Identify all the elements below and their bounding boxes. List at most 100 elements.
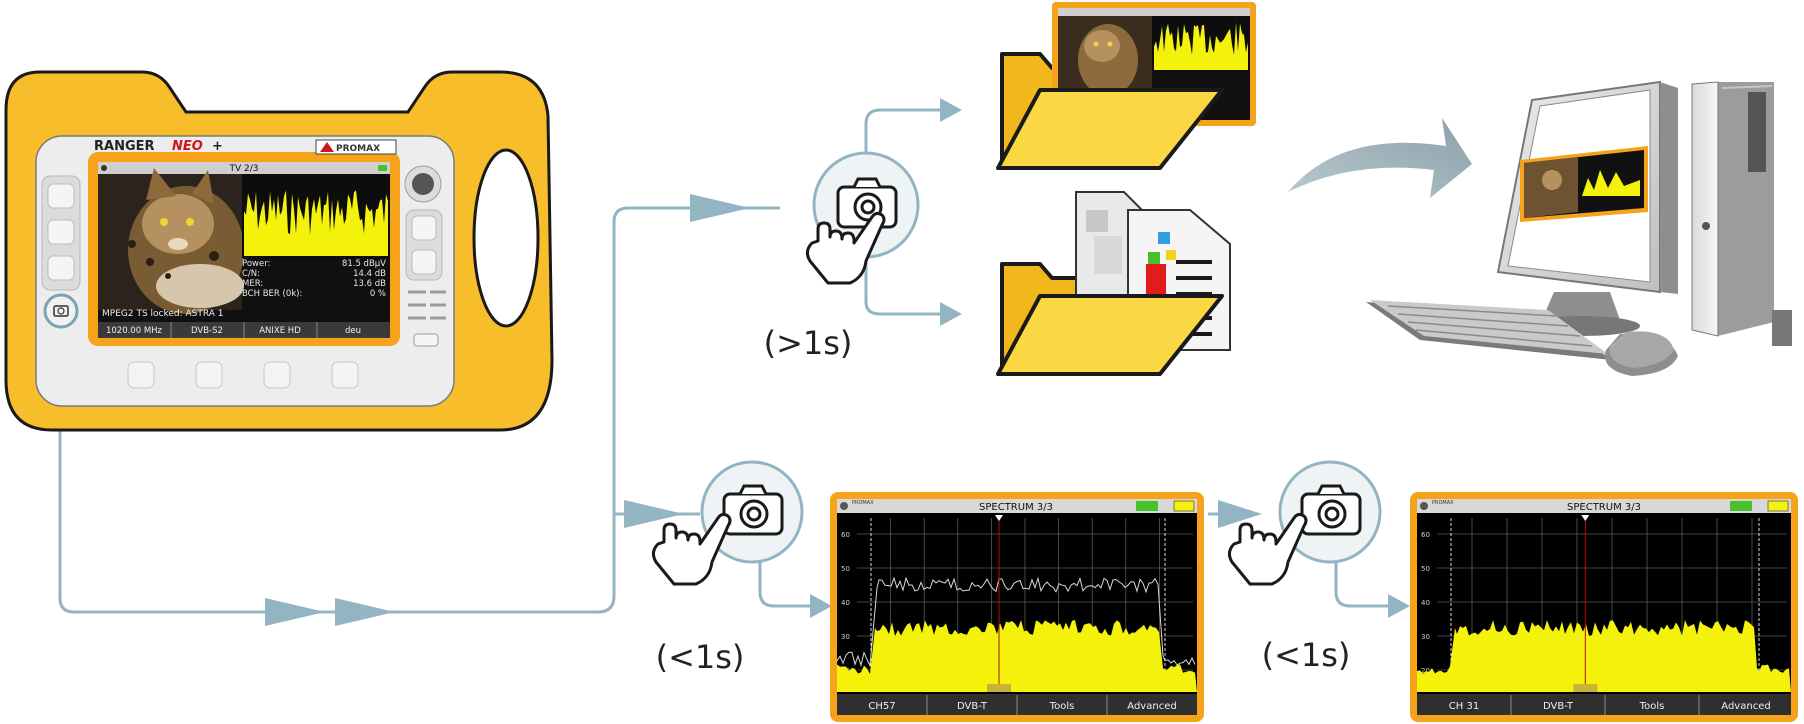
status-label: C/N: — [242, 269, 260, 279]
right-function-key — [411, 215, 437, 241]
spectrum-softkeys: CH 31 DVB-T Tools Advanced — [1449, 695, 1771, 715]
long-press-label: (>1s) — [764, 324, 853, 362]
ranger-neo-device: RANGER NEO + PROMAX TV 2/3 — [4, 70, 554, 432]
short-press-label: (<1s) — [656, 638, 745, 676]
axis-tick-label: 60 — [841, 531, 850, 539]
bottom-function-key — [263, 361, 291, 389]
camera-icon — [722, 484, 784, 536]
axis-tick-label: 40 — [841, 599, 850, 607]
camera-icon — [53, 305, 69, 317]
spectrum-trace — [837, 620, 1197, 692]
spectrum-brand: PROMAX — [852, 500, 874, 506]
spectrum-header: SPECTRUM 3/3 — [1567, 502, 1641, 513]
axis-tick-label: 20 — [1421, 667, 1430, 675]
axis-tick-label: 60 — [1421, 531, 1430, 539]
status-label: BCH BER (0k): — [242, 289, 302, 299]
pointing-hand-icon — [805, 211, 886, 285]
long-press-icon — [805, 151, 920, 285]
screenshot-folder-icon — [996, 2, 1256, 170]
pc-monitor — [1496, 80, 1678, 336]
spectrum-plot: 60 50 40 30 20 — [1417, 515, 1791, 692]
status-label: Power: — [242, 259, 270, 269]
device-mini-spectrum — [242, 174, 390, 258]
pc-mouse — [1605, 331, 1678, 376]
marker-icon — [1581, 515, 1590, 521]
left-function-key — [47, 219, 75, 245]
battery-icon — [1173, 500, 1195, 512]
marker-label-box — [1573, 684, 1598, 692]
camera-icon — [1300, 484, 1362, 536]
left-function-key — [47, 183, 75, 209]
battery-icon — [1767, 500, 1789, 512]
device-softkey: deu — [345, 326, 361, 336]
connector-arrowheads — [265, 98, 1410, 626]
battery-icon — [378, 165, 387, 171]
bottom-function-key — [127, 361, 155, 389]
device-softkey: ANIXE HD — [259, 326, 301, 336]
axis-tick-label: 30 — [1421, 633, 1430, 641]
short-press-icon — [651, 460, 804, 586]
device-softkey: 1020.00 MHz — [106, 326, 163, 336]
pointing-hand-icon — [651, 512, 732, 586]
max-hold-trace — [836, 576, 1196, 668]
device-brand: RANGER — [94, 139, 155, 154]
spectrum-header: SPECTRUM 3/3 — [979, 502, 1053, 513]
spectrum-trace — [1417, 620, 1791, 692]
left-function-key — [47, 255, 75, 281]
spectrum-screenshot-2: PROMAX SPECTRUM 3/3 60 50 40 30 20 CH 31 DVB… — [1410, 492, 1798, 722]
camera-icon — [836, 177, 898, 229]
gear-icon — [1420, 502, 1428, 510]
status-value: 81.5 dBµV — [342, 259, 386, 269]
device-maker: PROMAX — [336, 144, 380, 154]
desktop-computer-icon — [1366, 80, 1792, 376]
short-press-label: (<1s) — [1262, 636, 1351, 674]
device-softkeys: 1020.00 MHz DVB-S2 ANIXE HD deu — [106, 322, 361, 338]
promax-logo-icon — [320, 142, 334, 152]
spectrum-softkey: CH57 — [868, 701, 895, 712]
marker-label-box — [987, 684, 1011, 692]
spectrum-softkey: DVB-T — [1543, 701, 1574, 712]
report-folder-icon — [996, 191, 1231, 376]
pointing-hand-icon — [1227, 512, 1308, 586]
device-lock-status: MPEG2 TS locked: ASTRA 1 — [102, 309, 224, 319]
device-model-suffix: + — [212, 139, 223, 154]
screenshot-key — [43, 293, 79, 329]
status-label: MER: — [242, 279, 263, 289]
pc-tower — [1691, 81, 1792, 346]
transfer-arrow-icon — [1288, 118, 1472, 198]
monitor-screenshot — [1520, 146, 1648, 222]
gear-icon — [101, 165, 107, 171]
spectrum-softkey: Tools — [1049, 701, 1075, 712]
gear-icon — [840, 502, 848, 510]
axis-tick-label: 50 — [841, 565, 850, 573]
axis-tick-label: 50 — [1421, 565, 1430, 573]
device-model: NEO — [172, 139, 203, 154]
bottom-function-key — [331, 361, 359, 389]
device-screen-title: TV 2/3 — [229, 164, 259, 174]
spectrum-softkey: DVB-T — [957, 701, 988, 712]
status-badge — [1730, 501, 1752, 511]
bottom-function-key — [195, 361, 223, 389]
power-key — [413, 333, 439, 347]
status-value: 0 % — [370, 289, 386, 299]
marker-icon — [995, 515, 1003, 521]
spectrum-brand: PROMAX — [1432, 500, 1454, 506]
status-value: 13.6 dB — [353, 279, 386, 289]
axis-tick-label: 40 — [1421, 599, 1430, 607]
device-status-block: Power: C/N: MER: BCH BER (0k): 81.5 dBµV… — [242, 259, 386, 299]
device-softkey: DVB-S2 — [191, 326, 223, 336]
spectrum-softkey: CH 31 — [1449, 701, 1479, 712]
pc-keyboard — [1366, 300, 1612, 360]
short-press-icon — [1227, 460, 1382, 586]
spectrum-softkey: Advanced — [1721, 701, 1770, 712]
spectrum-softkey: Advanced — [1127, 701, 1176, 712]
right-function-key — [411, 249, 437, 275]
rotary-encoder-knob — [412, 173, 434, 195]
status-badge — [1136, 501, 1158, 511]
axis-tick-label: 30 — [841, 633, 850, 641]
status-value: 14.4 dB — [353, 269, 386, 279]
spectrum-softkeys: CH57 DVB-T Tools Advanced — [868, 695, 1177, 715]
spectrum-softkey: Tools — [1639, 701, 1665, 712]
